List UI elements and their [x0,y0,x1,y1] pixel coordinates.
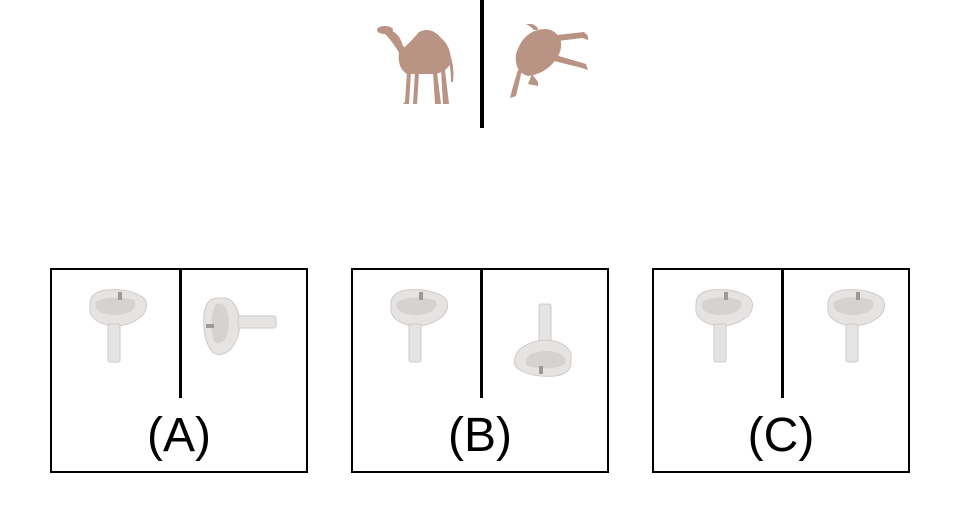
sink-upside-down-icon [511,302,575,378]
option-a-label: (A) [147,409,211,462]
camel-standing-icon [375,22,457,106]
sink-upright-icon [387,288,451,364]
option-b-box[interactable]: (B) [351,268,609,473]
sink-rotated-90-icon [202,294,278,358]
reference-pair [370,0,600,130]
option-c-divider [781,270,784,398]
option-a-box[interactable]: (A) [50,268,308,473]
sink-upright-icon [692,288,756,364]
option-b-divider [480,270,483,398]
reference-divider [480,0,484,128]
option-a-divider [179,270,182,398]
camel-rotated-icon [508,24,592,104]
option-c-box[interactable]: (C) [652,268,910,473]
sink-upright-icon [86,288,150,364]
sink-upright-icon [824,288,888,364]
option-b-label: (B) [448,409,512,462]
option-c-label: (C) [747,409,815,462]
